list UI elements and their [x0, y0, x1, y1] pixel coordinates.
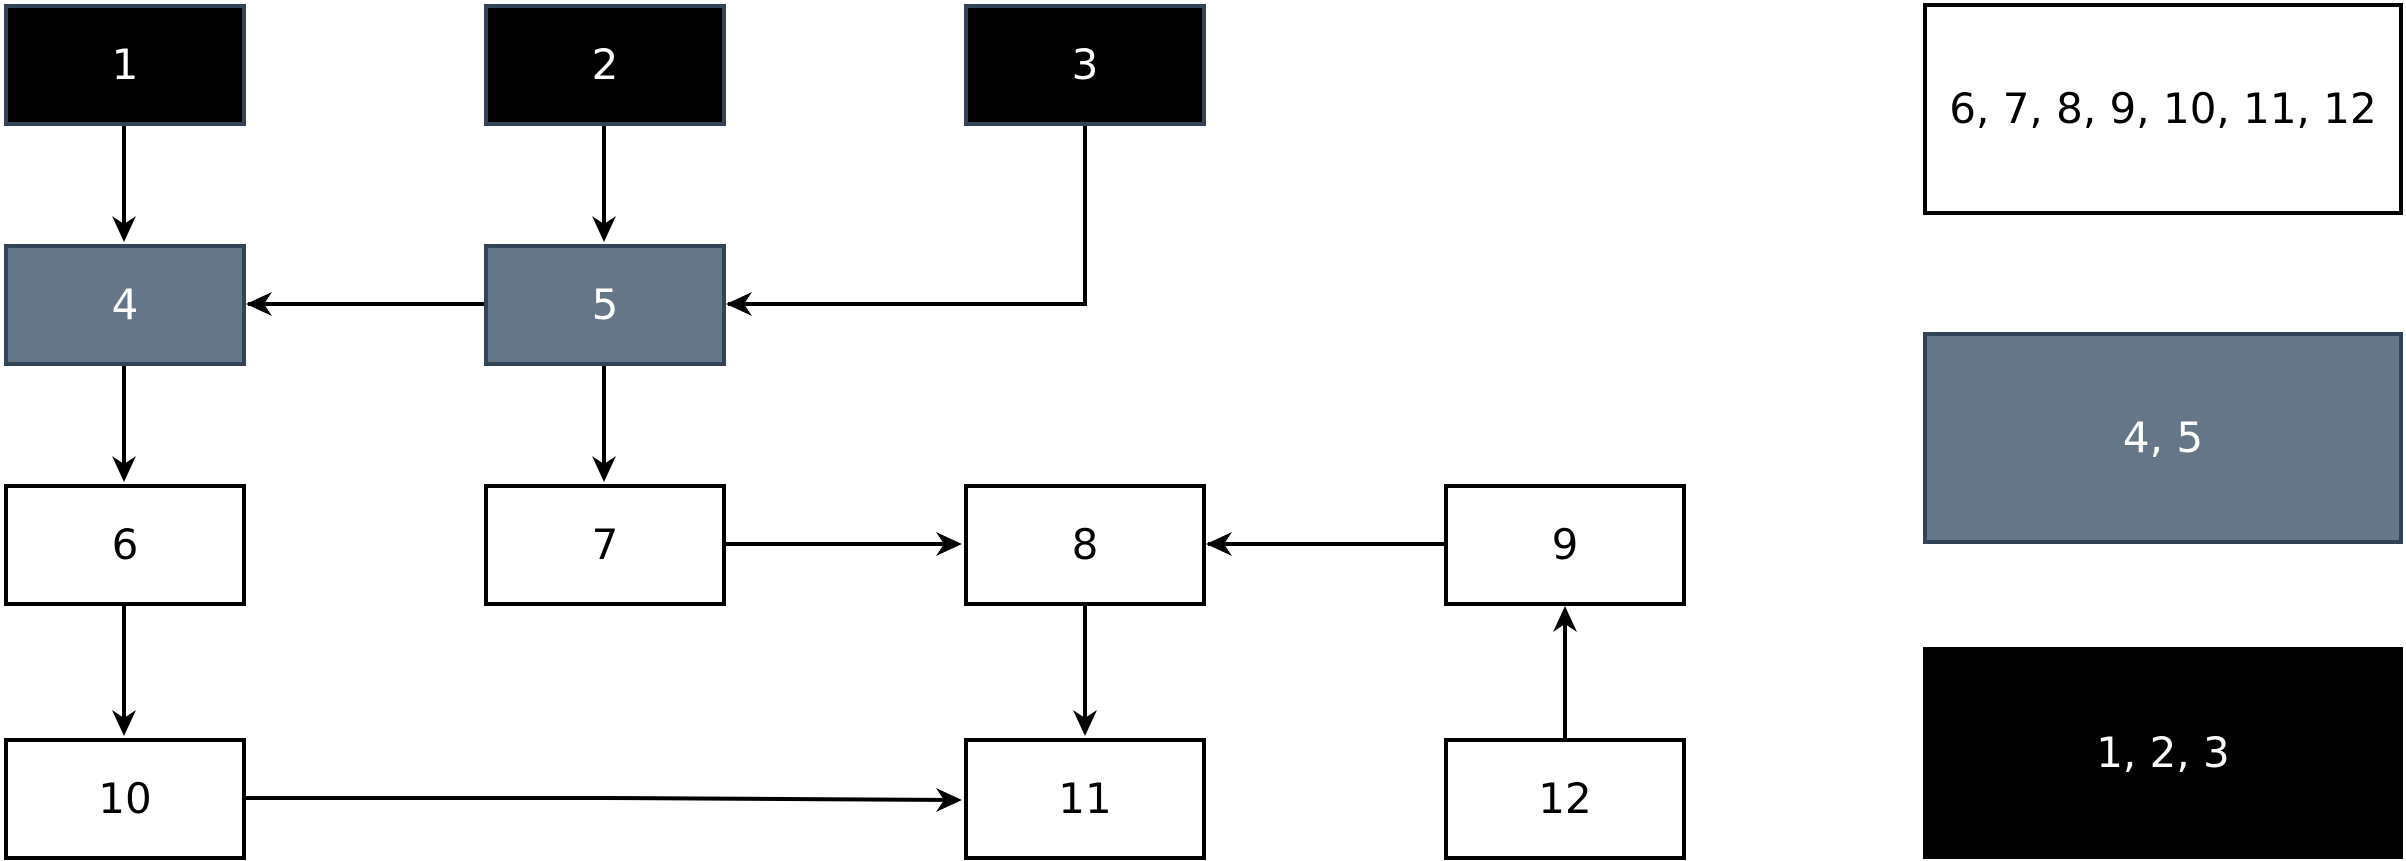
- node-8[interactable]: 8: [964, 484, 1206, 606]
- node-4[interactable]: 4: [4, 244, 246, 366]
- arrowhead-into-11-from-10: [936, 788, 962, 812]
- edge-3-to-5: [728, 124, 1087, 306]
- node-10-label: 10: [98, 774, 152, 823]
- arrowhead-into-5-from-3: [726, 292, 752, 316]
- node-7[interactable]: 7: [484, 484, 726, 606]
- node-12-label: 12: [1538, 774, 1592, 823]
- node-8-label: 8: [1071, 520, 1099, 569]
- arrowhead-into-7: [592, 456, 616, 482]
- arrowhead-into-11-from-8: [1073, 710, 1097, 736]
- arrowhead-into-8-from-9: [1206, 532, 1232, 556]
- arrowhead-into-5-from-2: [592, 216, 616, 242]
- node-4-label: 4: [111, 280, 139, 329]
- legend-black-group: 1, 2, 3: [1923, 647, 2403, 859]
- node-3-label: 3: [1071, 40, 1099, 89]
- node-10[interactable]: 10: [4, 738, 246, 860]
- edge-10-to-11: [244, 796, 959, 802]
- legend-black-label: 1, 2, 3: [2096, 728, 2230, 777]
- node-9[interactable]: 9: [1444, 484, 1686, 606]
- legend-gray-group: 4, 5: [1923, 332, 2403, 544]
- node-2[interactable]: 2: [484, 4, 726, 126]
- node-9-label: 9: [1551, 520, 1579, 569]
- arrowhead-into-4-from-5: [246, 292, 272, 316]
- node-11-label: 11: [1058, 774, 1112, 823]
- node-5[interactable]: 5: [484, 244, 726, 366]
- node-1-label: 1: [111, 40, 139, 89]
- node-3[interactable]: 3: [964, 4, 1206, 126]
- node-5-label: 5: [591, 280, 619, 329]
- node-11[interactable]: 11: [964, 738, 1206, 860]
- node-12[interactable]: 12: [1444, 738, 1686, 860]
- arrowhead-into-6: [112, 456, 136, 482]
- legend-gray-label: 4, 5: [2122, 413, 2204, 462]
- arrowhead-into-4-from-1: [112, 216, 136, 242]
- node-7-label: 7: [591, 520, 619, 569]
- arrowhead-into-10: [112, 710, 136, 736]
- node-1[interactable]: 1: [4, 4, 246, 126]
- arrowhead-into-8-from-7: [936, 532, 962, 556]
- legend-white-label: 6, 7, 8, 9, 10, 11, 12: [1949, 84, 2377, 133]
- legend-white-group: 6, 7, 8, 9, 10, 11, 12: [1923, 3, 2403, 215]
- node-2-label: 2: [591, 40, 619, 89]
- arrowhead-into-9: [1553, 606, 1577, 632]
- node-6[interactable]: 6: [4, 484, 246, 606]
- node-6-label: 6: [111, 520, 139, 569]
